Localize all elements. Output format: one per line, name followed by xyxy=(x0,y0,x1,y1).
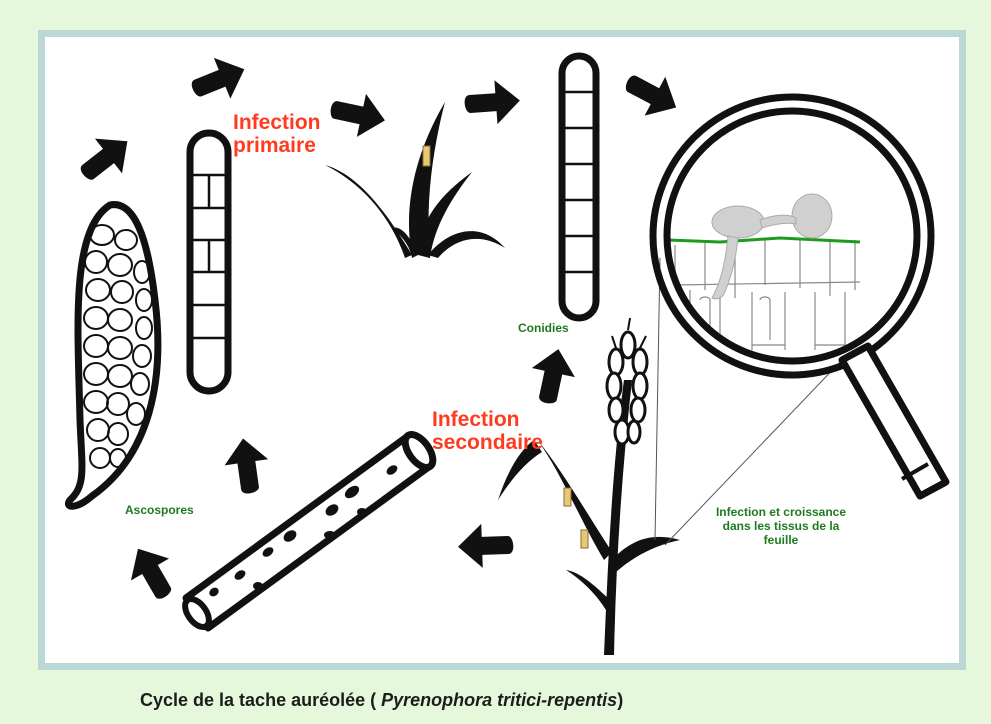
arrow-icon xyxy=(326,87,389,142)
arrow-icon xyxy=(457,523,514,569)
conidium-drawing xyxy=(562,56,596,318)
lesion-icon xyxy=(423,146,430,166)
arrow-icon xyxy=(463,79,521,127)
arrow-icon xyxy=(221,435,272,496)
label-infection-secondaire: Infection secondaire xyxy=(432,408,543,454)
label-infection-tissus: Infection et croissance dans les tissus … xyxy=(690,505,872,547)
lesion-icon xyxy=(564,488,571,506)
ascus-drawing xyxy=(68,205,157,507)
arrow-icon xyxy=(119,538,185,608)
magnifying-glass-drawing xyxy=(653,97,946,545)
arrow-icon xyxy=(617,62,686,127)
arrow-icon xyxy=(525,345,580,408)
label-ascospores: Ascospores xyxy=(125,503,194,517)
stubble-drawing xyxy=(180,430,438,631)
figure-caption: Cycle de la tache auréolée ( Pyrenophora… xyxy=(140,690,623,711)
lesion-icon xyxy=(581,530,588,548)
arrow-icon xyxy=(185,49,253,111)
ascospore-drawing xyxy=(190,133,228,391)
label-infection-primaire: Infection primaire xyxy=(233,111,321,157)
arrow-icon xyxy=(70,124,141,193)
label-conidies: Conidies xyxy=(518,321,569,335)
wheat-plant-drawing xyxy=(498,318,680,655)
seedling-drawing xyxy=(325,102,505,258)
